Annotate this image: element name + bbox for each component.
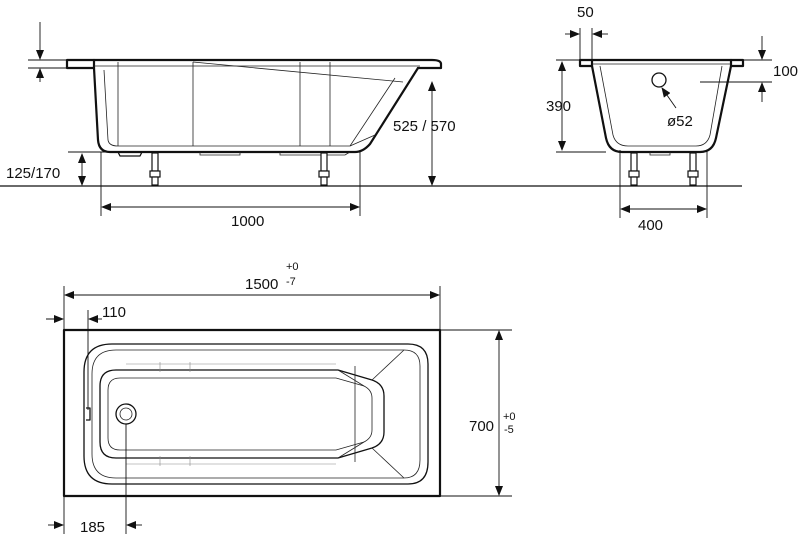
end-view-dimensions: 50 100 390 ø52 400 xyxy=(546,4,798,234)
side-view-dimensions: 125/170 525 / 570 1000 xyxy=(6,22,456,230)
top-length-tol-minus: -7 xyxy=(286,276,296,288)
top-overflow-offset-label: 110 xyxy=(102,304,126,321)
end-width-label: 400 xyxy=(638,217,663,234)
end-depth-label: 390 xyxy=(546,98,571,115)
top-view-drain-hole xyxy=(115,403,137,425)
side-length-label: 1000 xyxy=(231,213,264,230)
end-view-tub-body xyxy=(590,64,733,154)
top-view xyxy=(62,328,442,498)
end-rim-height-label: 100 xyxy=(773,63,798,80)
end-view-drain-hole xyxy=(651,72,667,88)
side-rim-offset-label: 125/170 xyxy=(6,165,60,182)
end-rim-width-label: 50 xyxy=(577,4,594,21)
top-view-dimensions: 1500 +0 -7 110 700 +0 -5 185 xyxy=(46,261,516,536)
top-length-label: 1500 xyxy=(245,276,278,293)
top-drain-offset-label: 185 xyxy=(80,519,105,536)
top-width-tol-minus: -5 xyxy=(504,424,514,436)
end-view xyxy=(578,58,745,186)
top-width-label: 700 xyxy=(469,418,494,435)
top-length-tol-plus: +0 xyxy=(286,261,299,273)
side-view-tub-body xyxy=(92,66,420,154)
top-view-outline xyxy=(62,328,442,498)
side-view-rim xyxy=(65,58,96,70)
side-view xyxy=(65,58,443,186)
end-drain-dia-label: ø52 xyxy=(667,113,693,130)
top-width-tol-plus: +0 xyxy=(503,411,516,423)
side-height-label: 525 / 570 xyxy=(393,118,456,135)
